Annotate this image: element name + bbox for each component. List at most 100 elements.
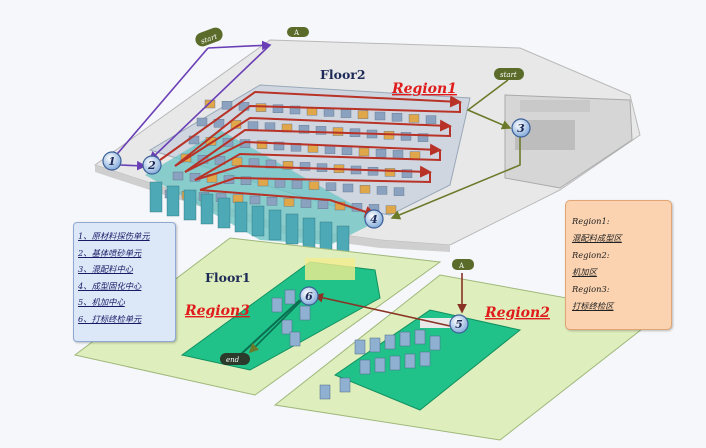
- floor1-machine: [404, 353, 416, 369]
- machine-unit: [324, 145, 336, 154]
- storage-rack: [319, 221, 333, 253]
- machine-unit: [401, 169, 413, 178]
- machine-unit: [385, 205, 397, 214]
- machine-unit: [317, 200, 329, 210]
- machine-unit: [232, 194, 244, 204]
- machine-unit: [308, 181, 320, 190]
- floor1-machine: [359, 359, 371, 375]
- machine-unit: [272, 104, 284, 114]
- process-node-3: 3: [511, 118, 531, 138]
- node-number: 1: [108, 155, 116, 168]
- machine-unit: [265, 159, 277, 169]
- legend-item: 3、混配料中心: [78, 264, 134, 274]
- machine-unit: [221, 100, 233, 110]
- region-name: Region3:: [572, 284, 610, 294]
- storage-rack: [251, 205, 265, 237]
- machine-unit: [341, 146, 353, 156]
- region1-label: Region1: [391, 81, 457, 97]
- feed-route: [110, 40, 272, 171]
- start-flag-annex: start: [494, 68, 524, 80]
- final-route: [248, 297, 305, 354]
- region3-label: Region3: [184, 303, 250, 319]
- machine-unit: [325, 182, 337, 192]
- end-flag: end: [220, 353, 250, 365]
- region-info-box: Region1: 混配料成型区 Region2: 机加区 Region3: 打标…: [565, 200, 672, 330]
- floor1-machine: [271, 297, 283, 313]
- storage-rack: [234, 201, 248, 233]
- machine-unit: [392, 150, 404, 159]
- machine-unit: [359, 184, 371, 194]
- floor1-machine: [354, 339, 366, 355]
- machine-unit: [266, 196, 278, 206]
- machine-unit: [374, 111, 386, 121]
- machine-unit: [256, 140, 268, 150]
- region-value: 混配料成型区: [572, 233, 622, 243]
- legend-item: 1、原材料探伤单元: [78, 231, 150, 241]
- machine-unit: [375, 148, 387, 158]
- machining-route: [313, 273, 467, 327]
- machine-unit: [300, 199, 312, 208]
- node-number: 4: [370, 213, 378, 226]
- machine-unit: [358, 147, 370, 157]
- machine-unit: [247, 121, 259, 130]
- machine-unit: [400, 132, 412, 141]
- node-number: 6: [305, 290, 313, 303]
- storage-rack: [166, 185, 180, 217]
- floor2-annex-building: [504, 94, 633, 189]
- svg-text:end: end: [226, 356, 240, 364]
- machine-unit: [204, 99, 216, 109]
- legend-item: 4、成型固化中心: [78, 280, 142, 291]
- machine-unit: [323, 108, 335, 117]
- machine-unit: [231, 157, 243, 166]
- floor1-machine: [319, 384, 331, 400]
- storage-rack: [149, 181, 163, 213]
- floor1-label: Floor1: [205, 270, 251, 285]
- floor1-machine: [339, 377, 351, 393]
- machine-unit: [332, 127, 344, 136]
- region-value: 打标终检区: [572, 301, 614, 311]
- floor1-machine: [429, 335, 441, 351]
- process-node-2: 2: [142, 155, 162, 175]
- floor1-machine: [389, 355, 401, 371]
- region-name: Region1:: [572, 216, 610, 226]
- storage-rack: [268, 209, 282, 241]
- machine-unit: [214, 156, 226, 165]
- storage-rack: [200, 193, 214, 225]
- a-flag-floor2: A: [287, 27, 309, 37]
- floor2-label: Floor2: [320, 67, 366, 82]
- region1-route: [159, 90, 462, 218]
- machine-unit: [315, 126, 327, 135]
- storage-rack: [302, 217, 316, 249]
- svg-text:start: start: [500, 71, 517, 79]
- floor1-machine: [384, 334, 396, 350]
- legend-item: 5、机加中心: [78, 297, 125, 307]
- floor1-machine: [281, 319, 293, 335]
- machine-unit: [425, 115, 437, 124]
- floor1-machine: [419, 351, 431, 367]
- machine-unit: [291, 180, 303, 189]
- region2-label: Region2: [484, 305, 550, 321]
- mixing-route: [390, 79, 521, 220]
- machine-unit: [264, 122, 276, 132]
- machine-unit: [274, 178, 286, 188]
- machine-unit: [273, 141, 285, 151]
- machine-unit: [393, 187, 405, 196]
- machine-unit: [340, 109, 352, 118]
- machine-unit: [255, 103, 267, 112]
- legend-item: 2、基体喷砂单元: [78, 247, 142, 258]
- machine-unit: [417, 133, 429, 142]
- floor1-machine: [414, 329, 426, 345]
- region-name: Region2:: [572, 250, 610, 260]
- legend-item: 6、打标终检单元: [78, 313, 142, 324]
- process-unit-legend: 1、原材料探伤单元 2、基体喷砂单元 3、混配料中心 4、成型固化中心 5、机加…: [73, 222, 176, 342]
- process-node-1: 1: [102, 151, 122, 171]
- machine-unit: [172, 171, 184, 181]
- machine-unit: [299, 162, 311, 171]
- node-number: 3: [517, 122, 525, 135]
- region3-plate: [73, 237, 442, 396]
- process-node-4: 4: [364, 209, 384, 229]
- a-flag-floor1: A: [452, 259, 474, 270]
- machine-unit: [376, 186, 388, 195]
- machine-unit: [391, 112, 403, 122]
- storage-rack: [217, 197, 231, 229]
